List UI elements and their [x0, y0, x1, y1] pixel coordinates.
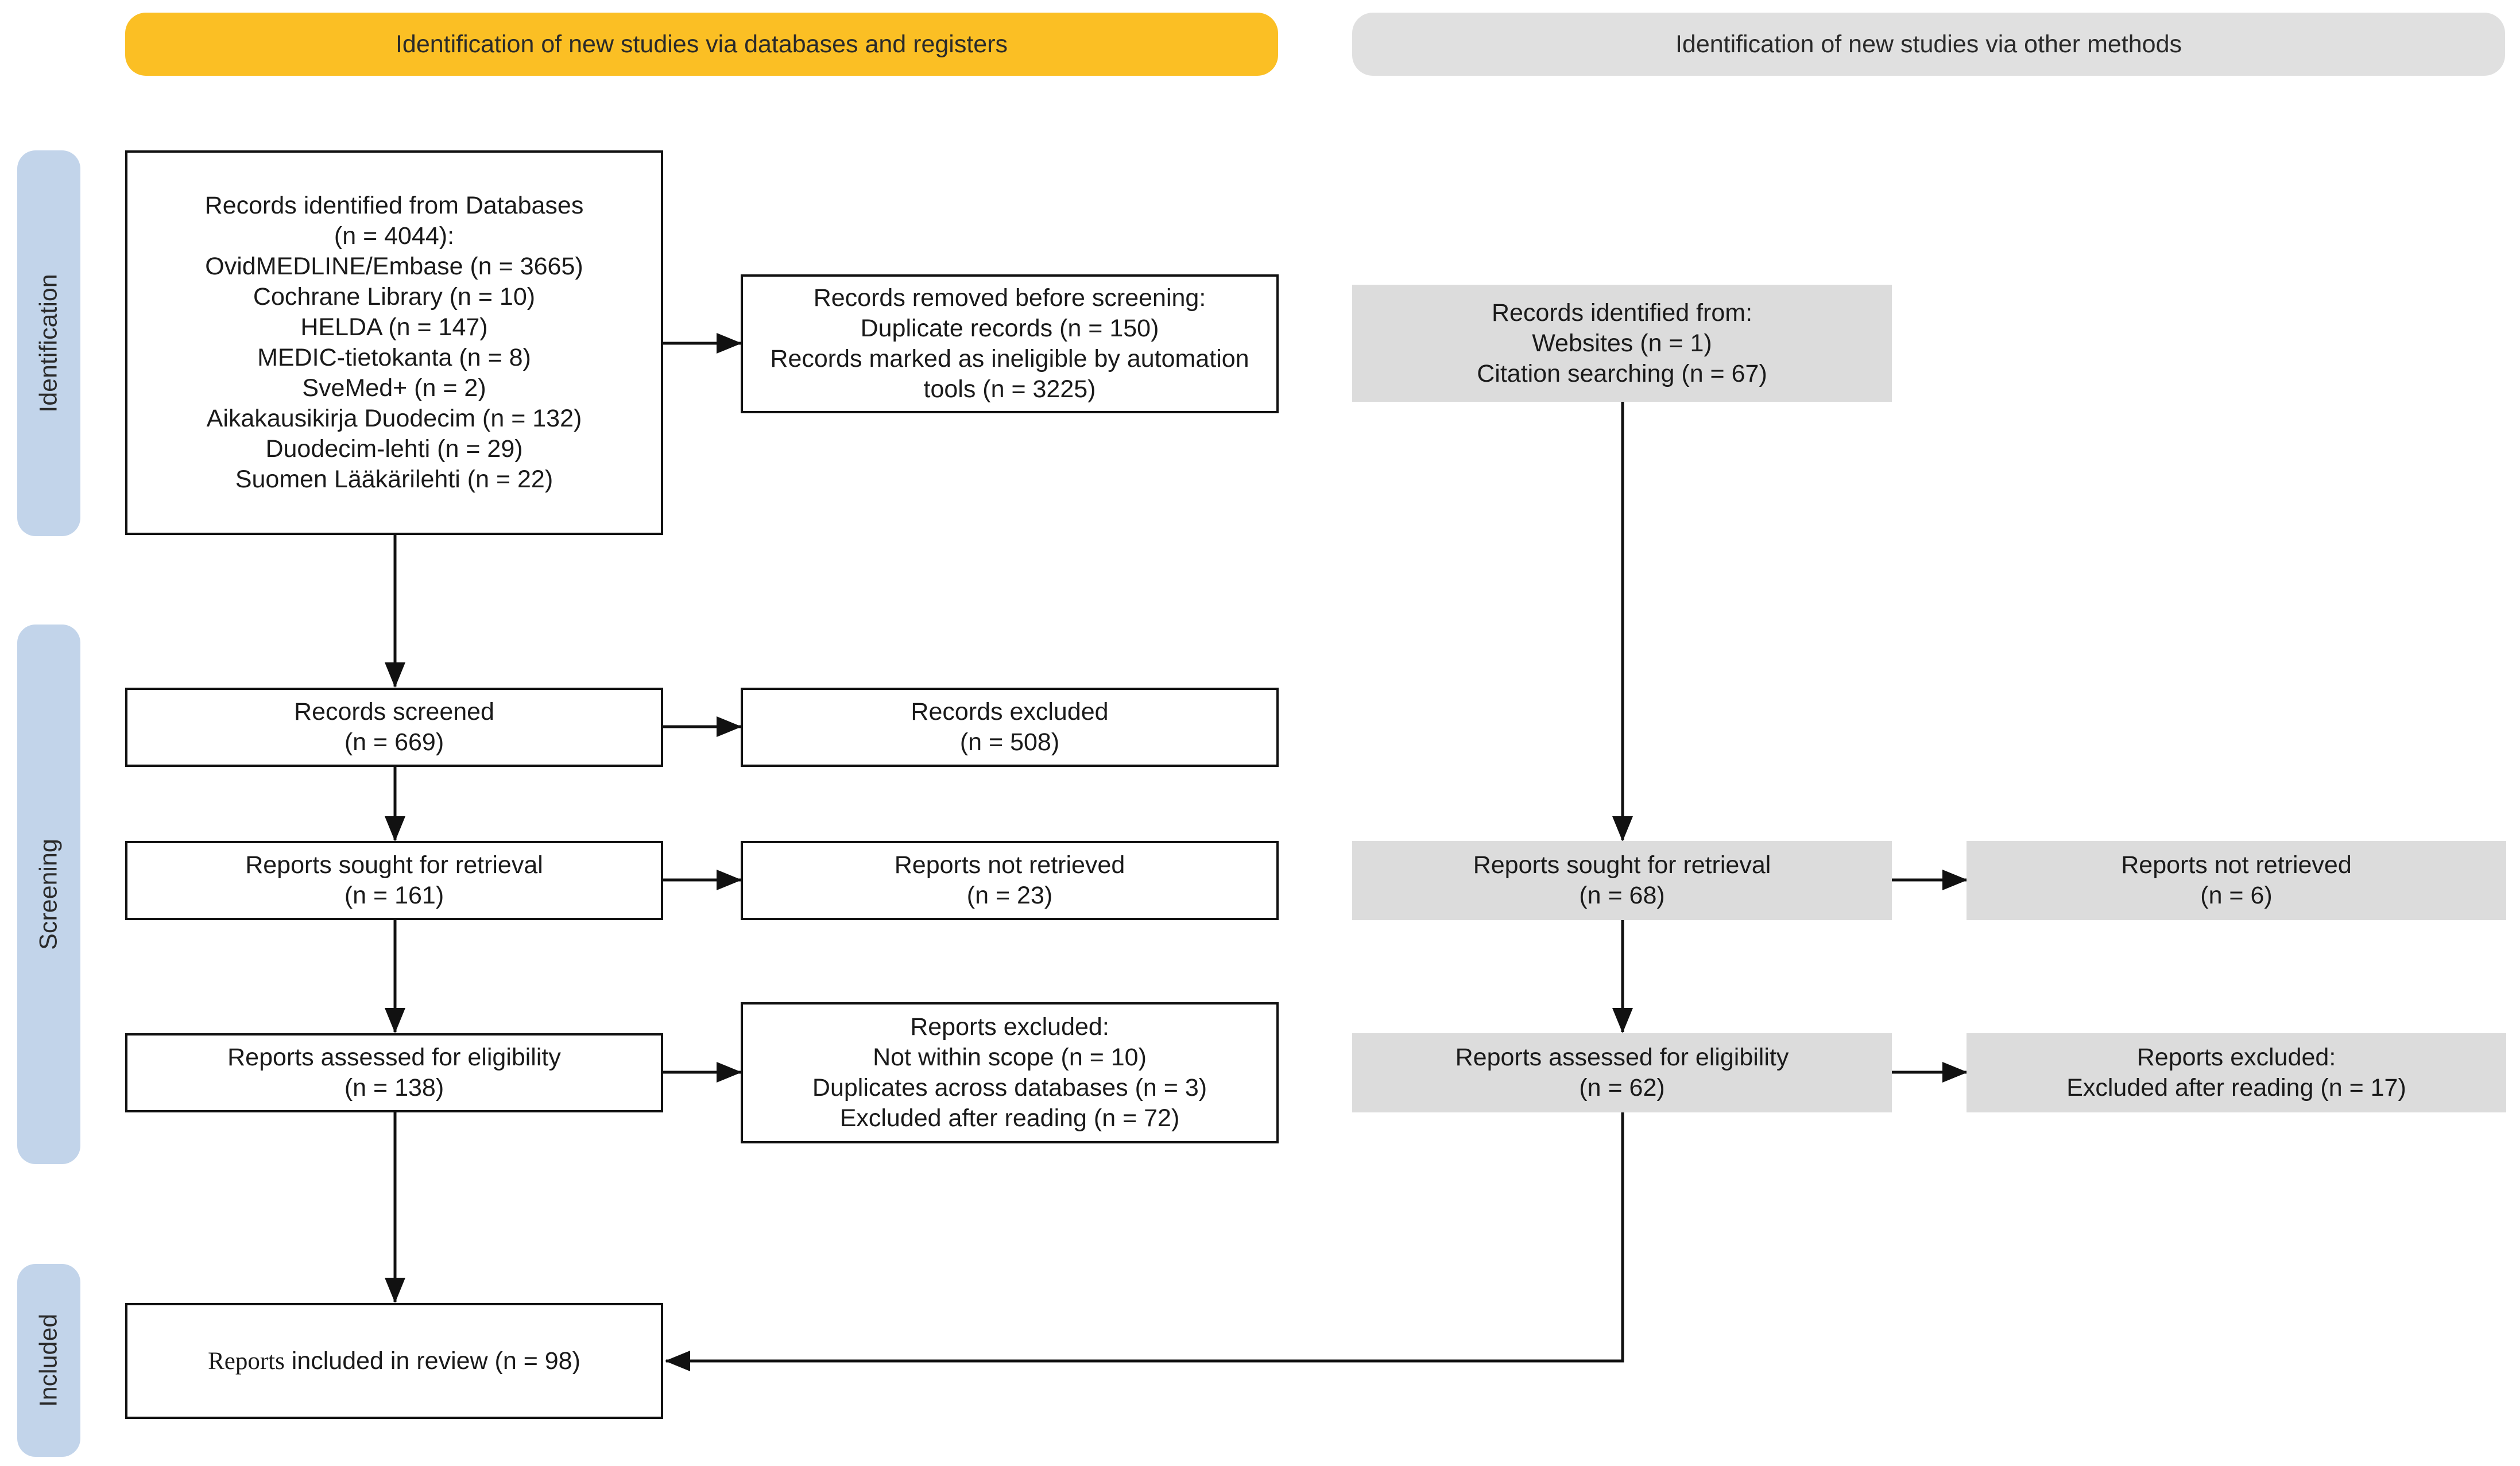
text-line: Excluded after reading (n = 17): [2066, 1074, 2406, 1102]
text-line: Citation searching (n = 67): [1477, 359, 1767, 387]
text-line: (n = 23): [966, 882, 1053, 909]
text-line: Records identified from:: [1491, 298, 1753, 327]
text-line: Records marked as ineligible by automati…: [770, 345, 1249, 373]
text-line: SveMed+ (n = 2): [302, 374, 486, 402]
text-line: Duplicate records (n = 150): [860, 315, 1159, 342]
box-reports-sought-other: Reports sought for retrieval (n = 68): [1352, 841, 1892, 920]
header-other-methods-label: Identification of new studies via other …: [1675, 30, 2182, 58]
text-line: Excluded after reading (n = 72): [839, 1104, 1180, 1132]
box-records-screened: Records screened (n = 669): [125, 688, 663, 767]
text-line: (n = 138): [344, 1074, 444, 1102]
box-reports-not-retrieved-databases: Reports not retrieved (n = 23): [741, 841, 1279, 920]
text-line: Duodecim-lehti (n = 29): [265, 435, 523, 463]
box-records-excluded: Records excluded (n = 508): [741, 688, 1279, 767]
text-line: (n = 68): [1579, 882, 1665, 909]
phase-bar-included: Included: [17, 1264, 80, 1457]
text-line: Records removed before screening:: [813, 284, 1206, 312]
box-reports-included-in-review: Reports included in review (n = 98): [125, 1303, 663, 1419]
text-line: Duplicates across databases (n = 3): [812, 1074, 1207, 1102]
text-line: Reports included in review (n = 98): [208, 1346, 580, 1376]
text-line: OvidMEDLINE/Embase (n = 3665): [205, 253, 583, 280]
text-line: Records screened: [294, 698, 494, 726]
text-line: Reports excluded:: [2136, 1044, 2336, 1071]
text-line: Websites (n = 1): [1532, 329, 1712, 357]
text-line: Records excluded: [911, 698, 1109, 726]
text-line: Reports sought for retrieval: [245, 851, 543, 879]
text-line: Reports not retrieved: [894, 851, 1125, 879]
header-other-methods-banner: Identification of new studies via other …: [1352, 13, 2505, 76]
box-reports-assessed-other: Reports assessed for eligibility (n = 62…: [1352, 1033, 1892, 1112]
phase-bar-screening: Screening: [17, 625, 80, 1164]
text-line: (n = 6): [2200, 882, 2273, 909]
box-reports-sought-databases: Reports sought for retrieval (n = 161): [125, 841, 663, 920]
text-line: (n = 669): [344, 728, 444, 756]
text-line: Reports excluded:: [910, 1013, 1109, 1041]
text-line: (n = 161): [344, 882, 444, 909]
arrow-other-assessed-to-included: [665, 1112, 1624, 1371]
text-line: Cochrane Library (n = 10): [253, 283, 536, 311]
phase-bar-identification: Identification: [17, 150, 80, 536]
text-line: Reports assessed for eligibility: [227, 1044, 561, 1071]
box-reports-excluded-databases: Reports excluded: Not within scope (n = …: [741, 1002, 1279, 1143]
box-records-removed-before-screening: Records removed before screening: Duplic…: [741, 274, 1279, 413]
included-word: Reports: [208, 1347, 285, 1375]
text-line: (n = 62): [1579, 1074, 1665, 1102]
text-line: tools (n = 3225): [923, 375, 1096, 403]
included-rest: included in review (n = 98): [284, 1347, 580, 1375]
header-databases-label: Identification of new studies via databa…: [395, 30, 1008, 58]
text-line: Reports not retrieved: [2121, 851, 2352, 879]
text-line: Not within scope (n = 10): [873, 1044, 1147, 1071]
text-line: Suomen Lääkärilehti (n = 22): [235, 466, 553, 493]
text-line: MEDIC-tietokanta (n = 8): [257, 344, 531, 371]
phase-label-identification: Identification: [34, 274, 63, 413]
phase-label-included: Included: [34, 1313, 63, 1407]
text-line: HELDA (n = 147): [300, 313, 488, 341]
text-line: Reports sought for retrieval: [1473, 851, 1771, 879]
text-line: Reports assessed for eligibility: [1455, 1044, 1789, 1071]
box-records-identified-databases: Records identified from Databases (n = 4…: [125, 150, 663, 535]
text-line: Records identified from Databases: [204, 192, 584, 219]
text-line: (n = 4044):: [334, 222, 455, 250]
text-line: Aikakausikirja Duodecim (n = 132): [206, 405, 582, 432]
box-reports-not-retrieved-other: Reports not retrieved (n = 6): [1967, 841, 2506, 920]
box-reports-excluded-other: Reports excluded: Excluded after reading…: [1967, 1033, 2506, 1112]
phase-label-screening: Screening: [34, 839, 63, 950]
text-line: (n = 508): [959, 728, 1060, 756]
header-databases-banner: Identification of new studies via databa…: [125, 13, 1278, 76]
box-reports-assessed-databases: Reports assessed for eligibility (n = 13…: [125, 1033, 663, 1112]
box-records-identified-other: Records identified from: Websites (n = 1…: [1352, 285, 1892, 402]
